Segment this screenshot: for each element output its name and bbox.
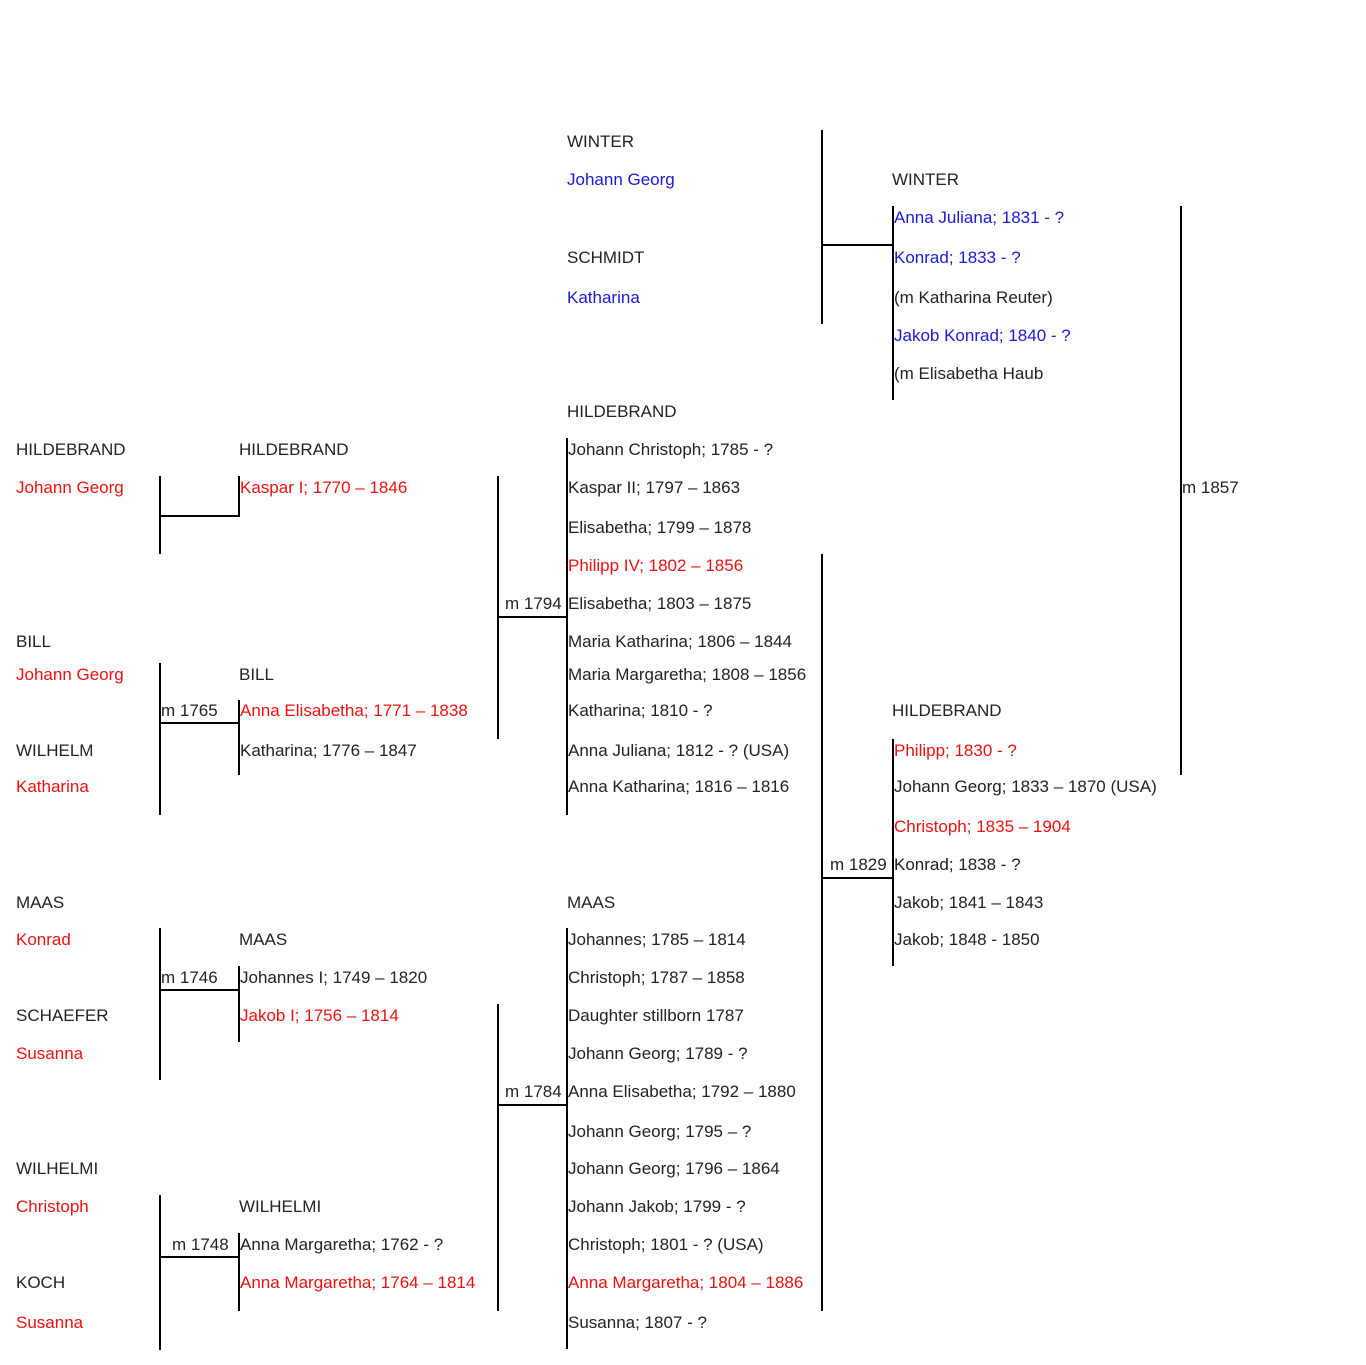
ancestor-name: Johann Georg	[567, 170, 675, 189]
family-header-wilhelmi: WILHELMI	[239, 1197, 322, 1216]
connector-line	[159, 663, 161, 815]
surname-koch: KOCH	[16, 1273, 66, 1292]
marriage-label: m 1857	[1182, 478, 1239, 497]
child-entry: Johann Georg; 1796 – 1864	[568, 1159, 780, 1178]
spouse-note: (m Elisabetha Haub	[894, 364, 1044, 383]
connector-line	[238, 1233, 240, 1311]
child-entry: Philipp; 1830 - ?	[894, 741, 1017, 760]
surname-winter: WINTER	[567, 132, 635, 151]
connector-line	[497, 1104, 568, 1106]
child-entry: Kaspar II; 1797 – 1863	[568, 478, 741, 497]
child-entry: Johann Georg; 1795 – ?	[568, 1122, 752, 1141]
child-entry: Johann Christoph; 1785 - ?	[568, 440, 774, 459]
child-entry: Jakob Konrad; 1840 - ?	[894, 326, 1071, 345]
child-entry: Elisabetha; 1799 – 1878	[568, 518, 752, 537]
connector-line	[892, 739, 894, 966]
child-entry: Konrad; 1838 - ?	[894, 855, 1021, 874]
family-header-hildebrand: HILDEBRAND	[567, 402, 677, 421]
child-entry: Katharina; 1810 - ?	[568, 701, 713, 720]
connector-line	[238, 966, 240, 1042]
child-entry: Jakob I; 1756 – 1814	[240, 1006, 399, 1025]
surname-schaefer: SCHAEFER	[16, 1006, 109, 1025]
ancestor-name: Katharina	[16, 777, 89, 796]
child-entry: Johann Georg; 1833 – 1870 (USA)	[894, 777, 1157, 796]
spouse-note: (m Katharina Reuter)	[894, 288, 1053, 307]
connector-line	[821, 244, 894, 246]
child-entry: Anna Juliana; 1831 - ?	[894, 208, 1065, 227]
connector-line	[821, 130, 823, 324]
connector-line	[821, 554, 823, 1311]
child-entry: Maria Katharina; 1806 – 1844	[568, 632, 792, 651]
connector-line	[159, 1195, 161, 1350]
surname-schmidt: SCHMIDT	[567, 248, 645, 267]
surname-wilhelmi: WILHELMI	[16, 1159, 99, 1178]
marriage-label: m 1794	[505, 594, 562, 613]
family-header-hildebrand: HILDEBRAND	[892, 701, 1002, 720]
child-entry: Christoph; 1801 - ? (USA)	[568, 1235, 764, 1254]
child-entry: Anna Katharina; 1816 – 1816	[568, 777, 790, 796]
child-entry: Johannes; 1785 – 1814	[568, 930, 746, 949]
connector-line	[1180, 206, 1182, 775]
connector-line	[821, 877, 894, 879]
marriage-label: m 1829	[830, 855, 887, 874]
connector-line	[238, 476, 240, 517]
child-entry: Johannes I; 1749 – 1820	[240, 968, 428, 987]
child-entry: Christoph; 1787 – 1858	[568, 968, 745, 987]
connector-line	[566, 928, 568, 1349]
child-entry: Anna Elisabetha; 1771 – 1838	[240, 701, 468, 720]
ancestor-name: Susanna	[16, 1313, 84, 1332]
child-entry: Anna Margaretha; 1804 – 1886	[568, 1273, 804, 1292]
marriage-label: m 1748	[172, 1235, 229, 1254]
surname-hildebrand: HILDEBRAND	[16, 440, 126, 459]
ancestor-name: Johann Georg	[16, 665, 124, 684]
family-header-maas: MAAS	[239, 930, 288, 949]
connector-line	[159, 515, 240, 517]
connector-line	[892, 206, 894, 400]
child-entry: Johann Jakob; 1799 - ?	[568, 1197, 746, 1216]
child-entry: Konrad; 1833 - ?	[894, 248, 1021, 267]
child-entry: Christoph; 1835 – 1904	[894, 817, 1071, 836]
child-entry: Philipp IV; 1802 – 1856	[568, 556, 744, 575]
child-entry: Elisabetha; 1803 – 1875	[568, 594, 752, 613]
surname-maas: MAAS	[16, 893, 65, 912]
child-entry: Daughter stillborn 1787	[568, 1006, 744, 1025]
ancestor-name: Johann Georg	[16, 478, 124, 497]
connector-line	[159, 928, 161, 1080]
child-entry: Kaspar I; 1770 – 1846	[240, 478, 408, 497]
child-entry: Jakob; 1841 – 1843	[894, 893, 1044, 912]
child-entry: Anna Margaretha; 1764 – 1814	[240, 1273, 476, 1292]
connector-line	[497, 476, 499, 739]
connector-line	[238, 700, 240, 775]
family-header-maas: MAAS	[567, 893, 616, 912]
connector-line	[497, 616, 568, 618]
connector-line	[497, 1004, 499, 1311]
surname-bill: BILL	[16, 632, 51, 651]
child-entry: Jakob; 1848 - 1850	[894, 930, 1040, 949]
connector-line	[159, 722, 240, 724]
family-header-hildebrand: HILDEBRAND	[239, 440, 349, 459]
child-entry: Maria Margaretha; 1808 – 1856	[568, 665, 807, 684]
ancestor-name: Christoph	[16, 1197, 89, 1216]
child-entry: Anna Juliana; 1812 - ? (USA)	[568, 741, 790, 760]
surname-wilhelm: WILHELM	[16, 741, 94, 760]
ancestor-name: Katharina	[567, 288, 640, 307]
family-header-winter: WINTER	[892, 170, 960, 189]
marriage-label: m 1784	[505, 1082, 562, 1101]
connector-line	[159, 1256, 240, 1258]
ancestor-name: Susanna	[16, 1044, 84, 1063]
child-entry: Katharina; 1776 – 1847	[240, 741, 417, 760]
child-entry: Anna Elisabetha; 1792 – 1880	[568, 1082, 796, 1101]
child-entry: Johann Georg; 1789 - ?	[568, 1044, 748, 1063]
marriage-label: m 1746	[161, 968, 218, 987]
ancestor-name: Konrad	[16, 930, 71, 949]
connector-line	[159, 989, 240, 991]
family-header-bill: BILL	[239, 665, 274, 684]
child-entry: Anna Margaretha; 1762 - ?	[240, 1235, 444, 1254]
marriage-label: m 1765	[161, 701, 218, 720]
connector-line	[566, 438, 568, 815]
child-entry: Susanna; 1807 - ?	[568, 1313, 707, 1332]
